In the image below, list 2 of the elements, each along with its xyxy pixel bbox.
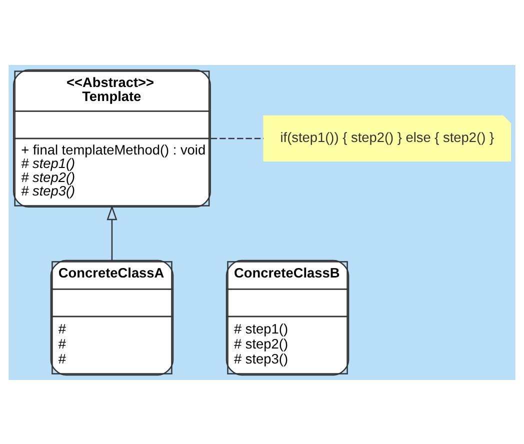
connector — [210, 137, 264, 139]
arrow — [106, 204, 118, 260]
